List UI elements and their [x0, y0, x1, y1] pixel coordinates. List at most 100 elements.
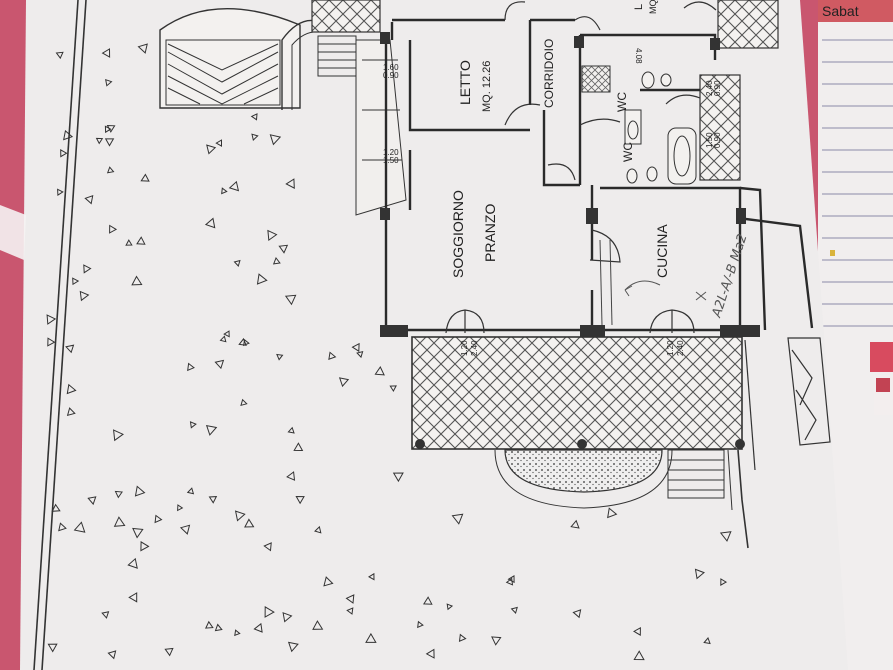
garden-triangle	[256, 273, 268, 285]
garden-triangle	[244, 518, 255, 528]
garden-triangle	[215, 139, 222, 147]
garden-triangle	[338, 377, 350, 388]
garden-triangle	[282, 612, 293, 623]
dim-door-soggiorno-b: 2.40	[470, 340, 479, 356]
garden-triangle	[368, 572, 375, 581]
garden-triangle	[113, 516, 126, 527]
garden-triangle	[228, 180, 240, 192]
garden-triangle	[253, 622, 263, 633]
bathroom-fixtures	[581, 65, 697, 185]
dim-door-soggiorno-a: 1.20	[460, 340, 469, 356]
garden-triangle	[46, 314, 57, 325]
room-soggiorno: SOGGIORNO	[450, 190, 466, 278]
garden-triangle	[177, 504, 184, 512]
garden-triangle	[251, 133, 259, 141]
garden-triangle	[105, 78, 113, 87]
garden-triangle	[134, 485, 146, 497]
garden-triangle	[346, 607, 354, 615]
garden-triangle	[287, 426, 295, 434]
garden-triangle	[572, 609, 582, 619]
garage-ramp	[159, 7, 321, 110]
garden-triangle	[104, 138, 115, 147]
garden-triangle	[221, 187, 228, 195]
garden-triangle	[267, 229, 278, 242]
garden-triangle	[101, 611, 110, 619]
garden-triangle	[83, 264, 92, 274]
room-letto: LETTO	[457, 60, 473, 105]
room-top-right-l: L	[633, 4, 645, 10]
dim-window-1a: 1.60	[383, 63, 399, 72]
garden-triangle	[87, 496, 97, 506]
garden-triangle	[55, 51, 64, 60]
dim-wc-c: 1.50	[705, 132, 714, 148]
garden-triangle	[703, 637, 711, 645]
garden-triangle	[423, 596, 433, 605]
garden-triangle	[79, 290, 90, 302]
garden-triangle	[137, 43, 148, 54]
garden-triangle	[458, 633, 467, 642]
garden-triangle	[607, 507, 618, 519]
garden-triangle	[328, 351, 337, 360]
garden-triangle	[720, 578, 728, 586]
room-pranzo: PRANZO	[482, 204, 498, 262]
garden-triangle	[234, 510, 246, 522]
garden-triangle	[60, 149, 68, 158]
side-ramp	[744, 337, 831, 471]
garden-triangle	[66, 407, 76, 417]
garden-triangle	[131, 275, 143, 286]
garden-triangle	[233, 259, 241, 267]
garden-triangle	[219, 335, 227, 343]
main-terrace	[411, 336, 743, 450]
garden-triangle	[351, 342, 360, 353]
dim-wc-a: 2.40	[705, 80, 714, 96]
garden-triangle	[389, 385, 397, 392]
garden-triangle	[187, 362, 195, 372]
garden-triangle	[314, 525, 322, 534]
garden-triangle	[84, 195, 94, 205]
terrace-stairs	[667, 449, 725, 499]
garden-triangle	[719, 531, 732, 542]
garden-triangle	[633, 650, 645, 661]
garden-triangle	[287, 641, 299, 653]
building-walls	[384, 18, 814, 332]
kitchen-counter	[599, 239, 661, 326]
notebook-header-band	[818, 0, 893, 22]
dim-door-cucina-b: 2.40	[676, 340, 685, 356]
room-top-right-mq: MQ	[648, 0, 658, 14]
room-letto-area: MQ. 12.26	[481, 61, 493, 112]
garden-triangle	[73, 521, 86, 533]
garden-triangle	[164, 647, 174, 657]
garden-triangle	[154, 514, 163, 524]
garden-triangle	[63, 129, 74, 141]
paper-sheet	[20, 0, 848, 670]
garden-triangle	[132, 527, 144, 539]
garden-triangle	[238, 337, 247, 346]
dim-wc-b: 0.90	[713, 80, 722, 96]
garden-triangle	[179, 524, 191, 535]
pencil-mark	[695, 291, 707, 301]
garden-triangle	[507, 575, 515, 584]
garden-triangle	[65, 344, 75, 354]
garden-triangle	[109, 224, 118, 234]
garden-triangle	[240, 398, 248, 407]
garden-triangle	[392, 472, 404, 483]
garden-triangle	[95, 137, 104, 145]
dim-wc-width: 4.08	[634, 48, 643, 64]
notebook-header-text: Sabat	[822, 3, 859, 19]
garden-triangle	[276, 353, 284, 361]
room-wc-top: WC	[615, 92, 629, 112]
garden-triangle	[114, 490, 124, 499]
garden-triangle	[345, 594, 355, 604]
garden-triangle	[205, 424, 218, 436]
garden-triangle	[47, 337, 56, 347]
garden-triangle	[272, 256, 281, 265]
garden-triangle	[269, 134, 282, 146]
garden-triangle	[425, 648, 435, 659]
garden-triangle	[66, 383, 77, 395]
garden-triangle	[356, 351, 364, 359]
garden-triangle	[208, 496, 218, 504]
garden-triangle	[57, 188, 64, 196]
garden-triangle	[140, 541, 150, 552]
garden-triangle	[51, 503, 61, 512]
